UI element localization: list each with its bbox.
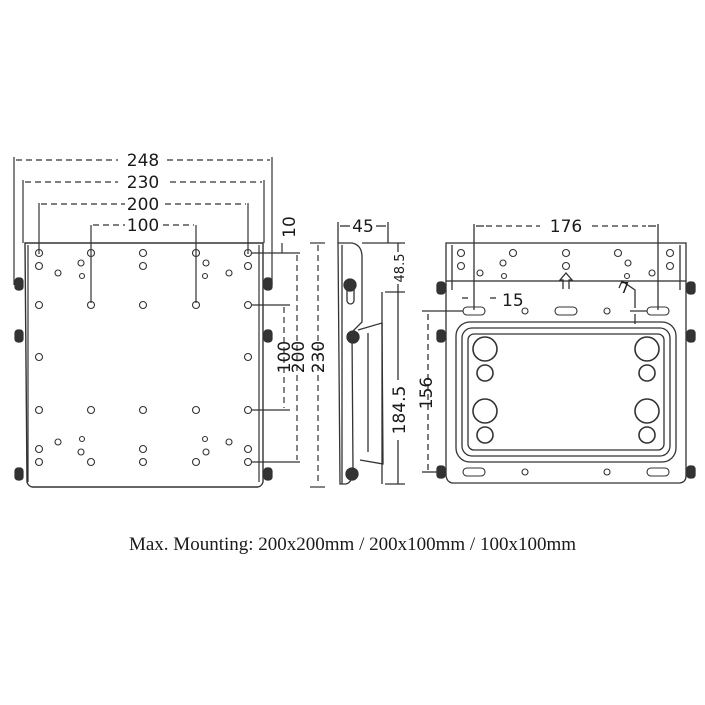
front-view [13,157,325,488]
dim-200-vertical: 200 [289,341,309,373]
dimension-labels: 248 230 200 100 10 100 200 230 45 48.5 1… [127,151,630,434]
side-view [337,222,405,485]
dim-230-vertical: 230 [309,341,329,373]
back-view [422,224,696,484]
dim-10: 10 [280,216,300,238]
dim-176: 176 [550,217,582,237]
dim-15: 15 [502,291,524,311]
dim-156: 156 [417,377,437,409]
dim-48-5: 48.5 [393,254,408,283]
mounting-caption: Max. Mounting: 200x200mm / 200x100mm / 1… [128,534,577,555]
dim-100: 100 [127,216,159,236]
dim-248: 248 [127,151,159,171]
dim-100-vertical: 100 [275,341,295,373]
dim-184-5: 184.5 [390,386,410,435]
dim-200: 200 [127,195,159,215]
dim-45: 45 [352,217,374,237]
dim-230: 230 [127,173,159,193]
dim-7: 7 [620,279,630,297]
